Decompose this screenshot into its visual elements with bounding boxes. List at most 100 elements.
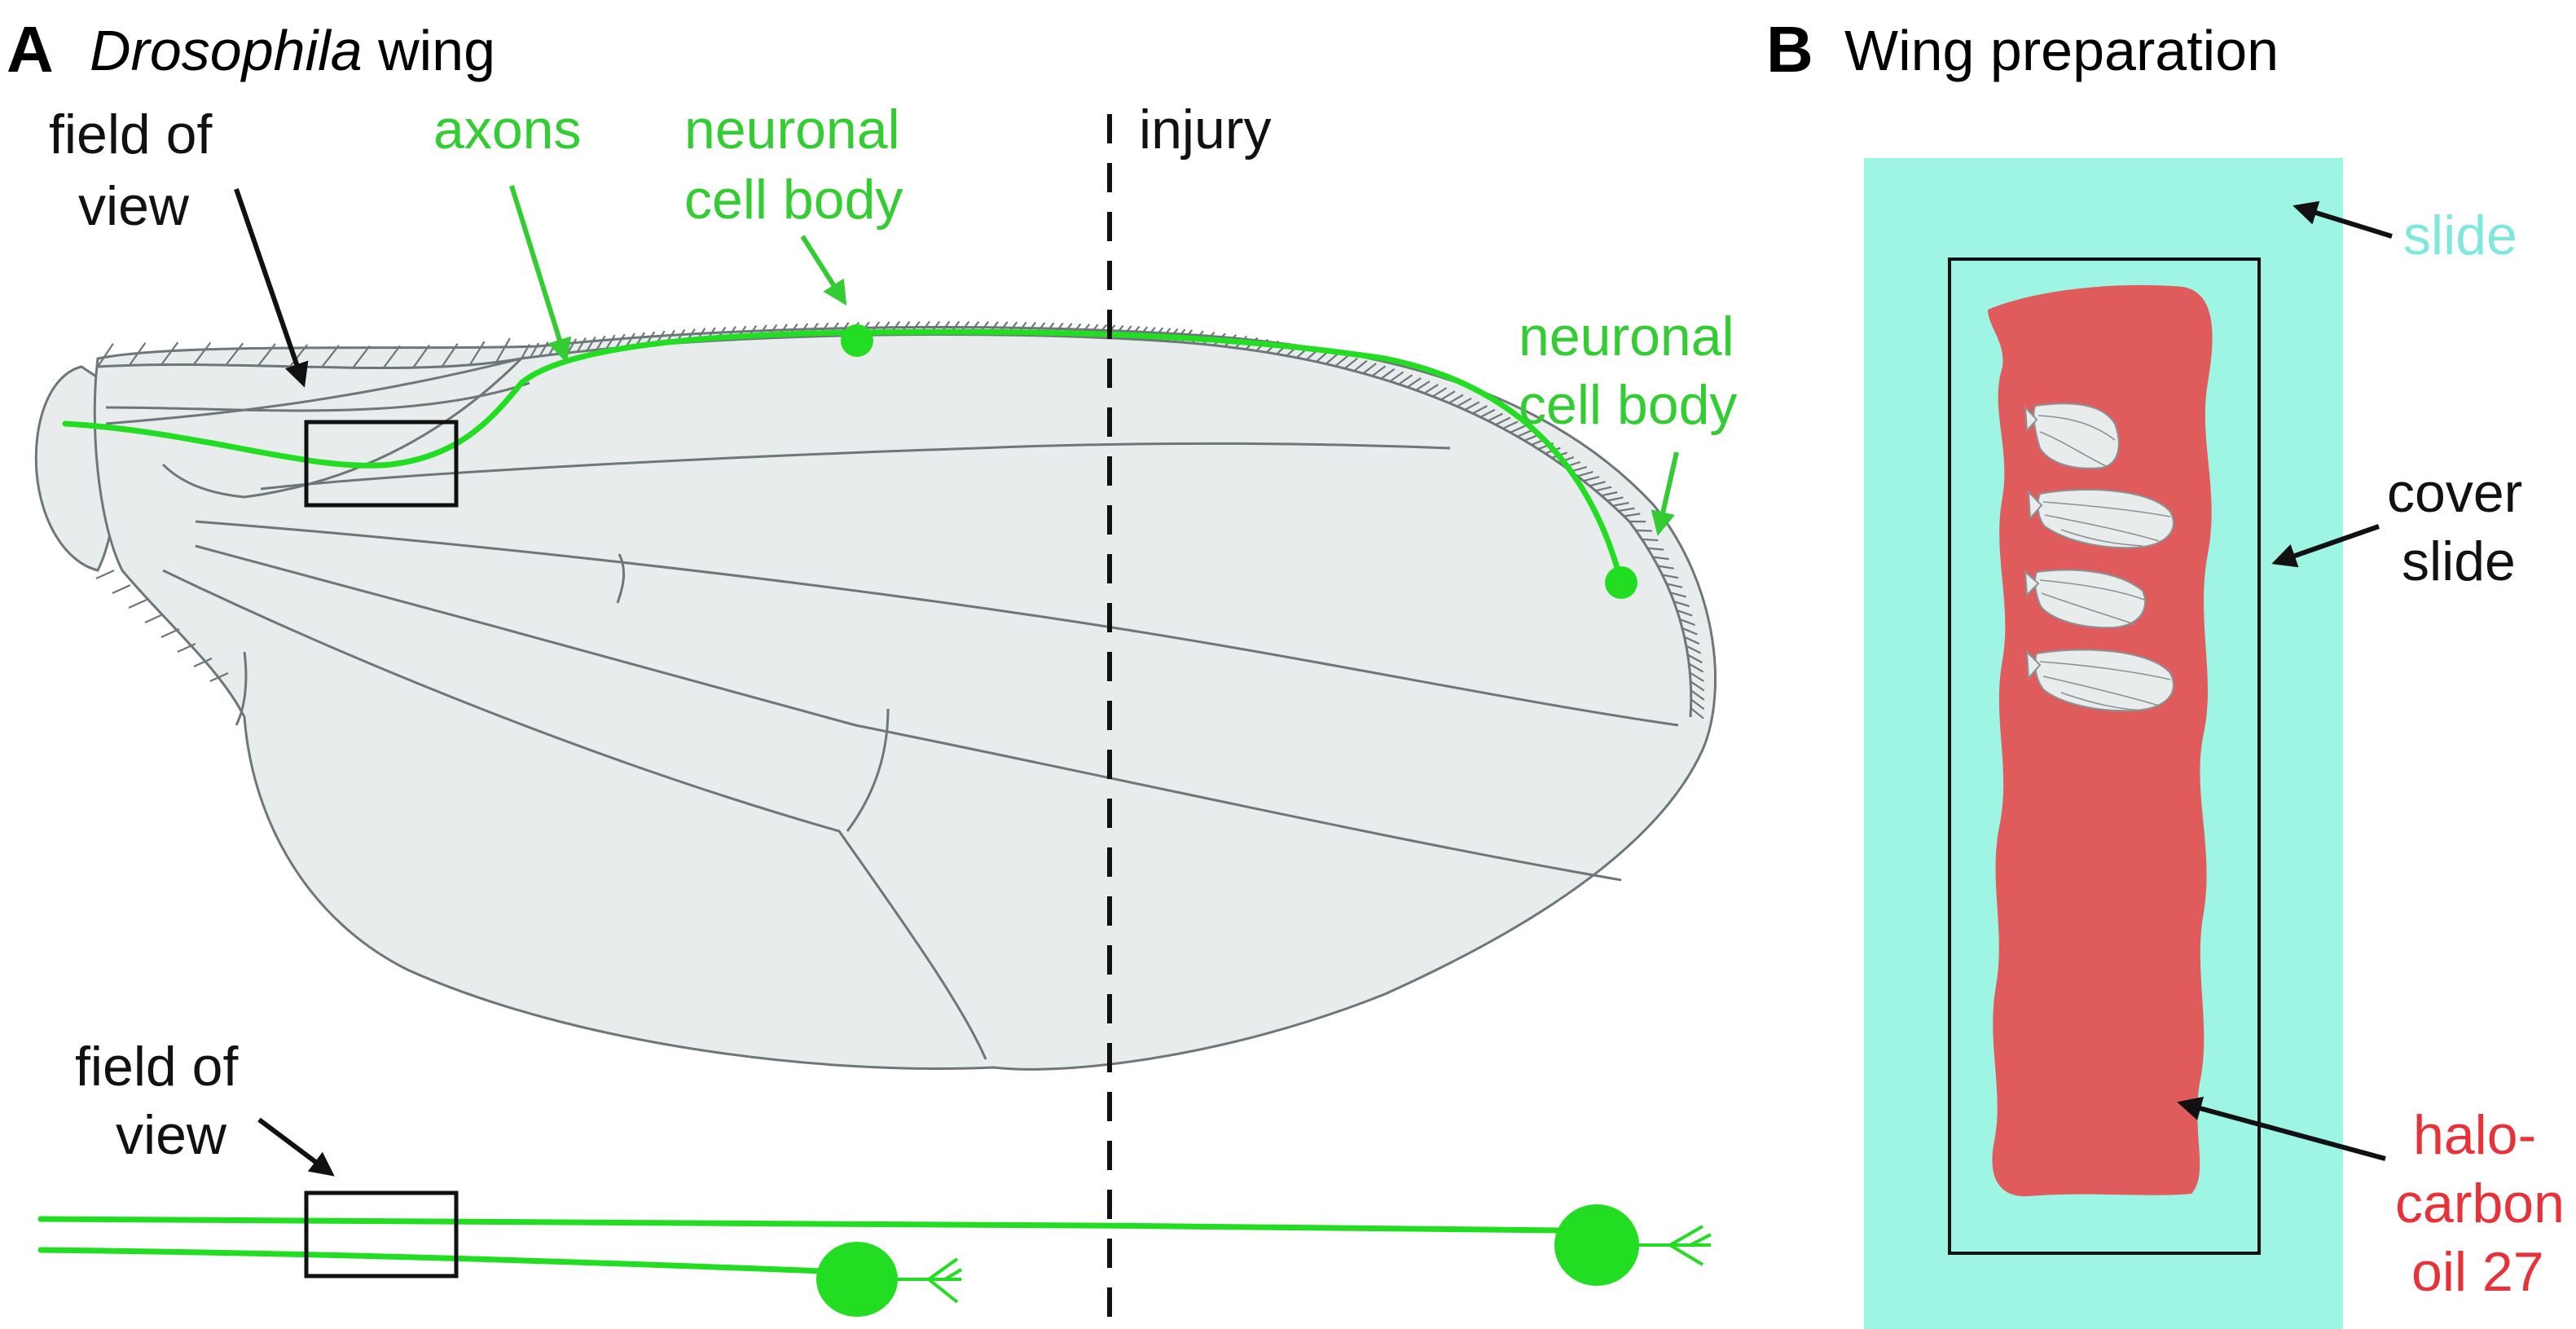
wing-vein-l5 <box>162 569 987 1060</box>
wing-bristle <box>1595 486 1612 492</box>
wing-bristle <box>1589 481 1606 487</box>
wing-bristle <box>128 598 147 609</box>
wing-bristle <box>128 341 147 367</box>
label-field-of-view-bottom-line2: view <box>116 1104 227 1166</box>
wing-bristle <box>1464 401 1480 411</box>
label-oil-line2: carbon <box>2395 1173 2565 1234</box>
wing-bristle <box>1601 491 1618 497</box>
label-oil-line1: halo- <box>2413 1104 2536 1166</box>
panel-a: A Drosophila wing <box>7 13 1737 1328</box>
wing-bristle <box>352 345 371 368</box>
wing-bristle <box>586 336 596 352</box>
wing-bristle <box>1488 412 1503 422</box>
wing-bristle <box>530 342 540 359</box>
wing-bristle <box>596 335 606 350</box>
wing-bristle <box>209 671 229 683</box>
wing-bristle <box>1502 420 1519 429</box>
field-of-view-box-wing <box>304 420 459 508</box>
wing-vein-proximal <box>105 356 525 499</box>
panel-b-letter: B <box>1766 13 1813 86</box>
wing-bristle <box>468 341 486 366</box>
axon-schematic <box>37 1204 1712 1317</box>
label-injury: injury <box>1139 99 1272 161</box>
wing-bristle <box>225 342 244 366</box>
wing-bristle <box>1510 425 1526 433</box>
label-cell-body-1-line1: neuronal <box>684 99 900 161</box>
wing-bristle <box>1662 574 1679 579</box>
label-cover-slide-line1: cover <box>2387 462 2522 524</box>
wing-bristle <box>1517 429 1533 438</box>
label-field-of-view-top-line1: field of <box>49 103 212 165</box>
wing-bristle <box>1677 609 1693 617</box>
wing-bristle <box>1690 698 1705 711</box>
wing-bristle <box>521 344 530 359</box>
wing-bristle <box>1684 636 1700 645</box>
wing-bristle <box>1398 374 1413 385</box>
wing-vein-l4 <box>195 544 1622 882</box>
wing-bristle <box>257 343 276 367</box>
wing-bristle <box>1415 380 1431 391</box>
arrow-field-of-view-bottom <box>257 1117 335 1177</box>
wing-bristle <box>382 345 401 369</box>
wing-vein-l3 <box>195 520 1679 727</box>
label-slide: slide <box>2403 205 2517 266</box>
panel-a-letter: A <box>7 13 54 86</box>
wing-bristle <box>1334 354 1349 367</box>
panel-b-title: Wing preparation <box>1844 19 2279 82</box>
wing-bristle <box>160 627 180 639</box>
schematic-dendrite-2 <box>1637 1225 1712 1266</box>
wing-bristle <box>1423 383 1439 394</box>
wing-bristle <box>1690 689 1705 701</box>
cover-slide <box>1948 257 2261 1255</box>
wing-bristle <box>1432 387 1448 398</box>
label-field-of-view-bottom-line1: field of <box>75 1036 238 1098</box>
neuron-cell-body-2 <box>1605 566 1637 599</box>
wing-bristle <box>1688 662 1704 673</box>
wing-bristle <box>1635 529 1652 532</box>
wing-bristle <box>1666 583 1683 588</box>
label-cover-slide-line2: slide <box>2402 530 2516 592</box>
wing-bristle <box>1456 397 1472 407</box>
arrow-slide <box>2292 200 2393 239</box>
wing-bristle <box>441 343 459 367</box>
neuron-cell-body-1 <box>841 324 873 357</box>
wing-bristle <box>1618 507 1635 513</box>
wing-bristle <box>1576 470 1594 477</box>
wing-bristle <box>1673 601 1690 607</box>
wing-vein-crossvein-1 <box>616 553 626 604</box>
wing-bristle <box>1686 645 1702 654</box>
mounted-wing-2 <box>2027 489 2174 549</box>
wing-bristle <box>1472 405 1488 415</box>
panel-a-title: Drosophila wing <box>90 19 495 82</box>
wing-bristle <box>1607 496 1624 502</box>
wing-bristle <box>1612 502 1629 507</box>
wing-vein-l2 <box>260 442 1451 491</box>
wing-bristle <box>1380 368 1396 380</box>
mounted-wing-1 <box>2024 403 2120 469</box>
wing-bristle <box>1642 538 1659 542</box>
wing-bristle <box>1479 408 1496 418</box>
panel-a-title-rest: wing <box>363 19 495 82</box>
wing-vein-l1 <box>105 381 530 412</box>
wing-bristle <box>1681 627 1698 636</box>
label-cell-body-1-line2: cell body <box>684 169 903 231</box>
mounted-wing-4 <box>2025 649 2174 712</box>
wing-bristle <box>193 657 213 668</box>
wing-bristle <box>192 341 212 366</box>
wing-bristle <box>160 341 179 366</box>
wing-bristle <box>1690 680 1705 692</box>
wing-bristle <box>1495 416 1511 426</box>
wing-bristle <box>1690 707 1704 720</box>
wing-bristle <box>576 337 587 353</box>
wing-bristle <box>615 333 626 349</box>
wing-bristle <box>321 345 340 368</box>
schematic-cell-body-1 <box>816 1242 898 1317</box>
field-of-view-box-schematic <box>304 1190 459 1278</box>
wing-margin-bristles <box>95 320 1705 720</box>
wing-bristle <box>1406 377 1422 389</box>
wing-bristle <box>412 344 430 368</box>
arrow-cell-body-2 <box>1651 451 1679 536</box>
wing-bristle <box>1647 547 1664 551</box>
wing-bristle <box>1448 394 1464 404</box>
